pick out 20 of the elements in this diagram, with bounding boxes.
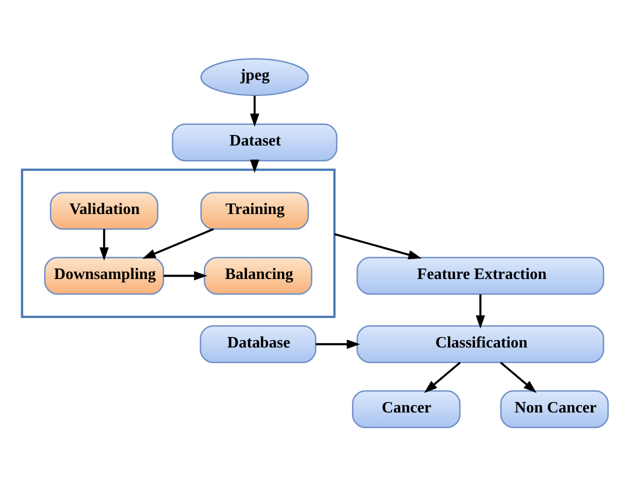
node-box: Downsampling xyxy=(44,256,164,295)
node-box: Balancing xyxy=(204,256,312,295)
node-ellipse: jpeg xyxy=(200,58,309,96)
node-box: Feature Extraction xyxy=(356,256,604,295)
node-box: Database xyxy=(200,325,316,364)
arrow xyxy=(250,96,260,127)
node-box: Validation xyxy=(50,192,158,230)
node-box: Training xyxy=(200,192,309,230)
node-box: Cancer xyxy=(352,390,461,428)
arrow xyxy=(100,229,109,261)
arrow xyxy=(500,362,537,393)
arrow xyxy=(164,271,208,280)
arrow xyxy=(334,233,422,260)
arrow xyxy=(476,294,486,329)
node-box: Non Cancer xyxy=(500,390,609,428)
arrow xyxy=(424,362,461,393)
cluster xyxy=(20,168,336,318)
arrow xyxy=(316,340,360,349)
node-box: Classification xyxy=(356,325,604,364)
arrow xyxy=(142,228,214,259)
